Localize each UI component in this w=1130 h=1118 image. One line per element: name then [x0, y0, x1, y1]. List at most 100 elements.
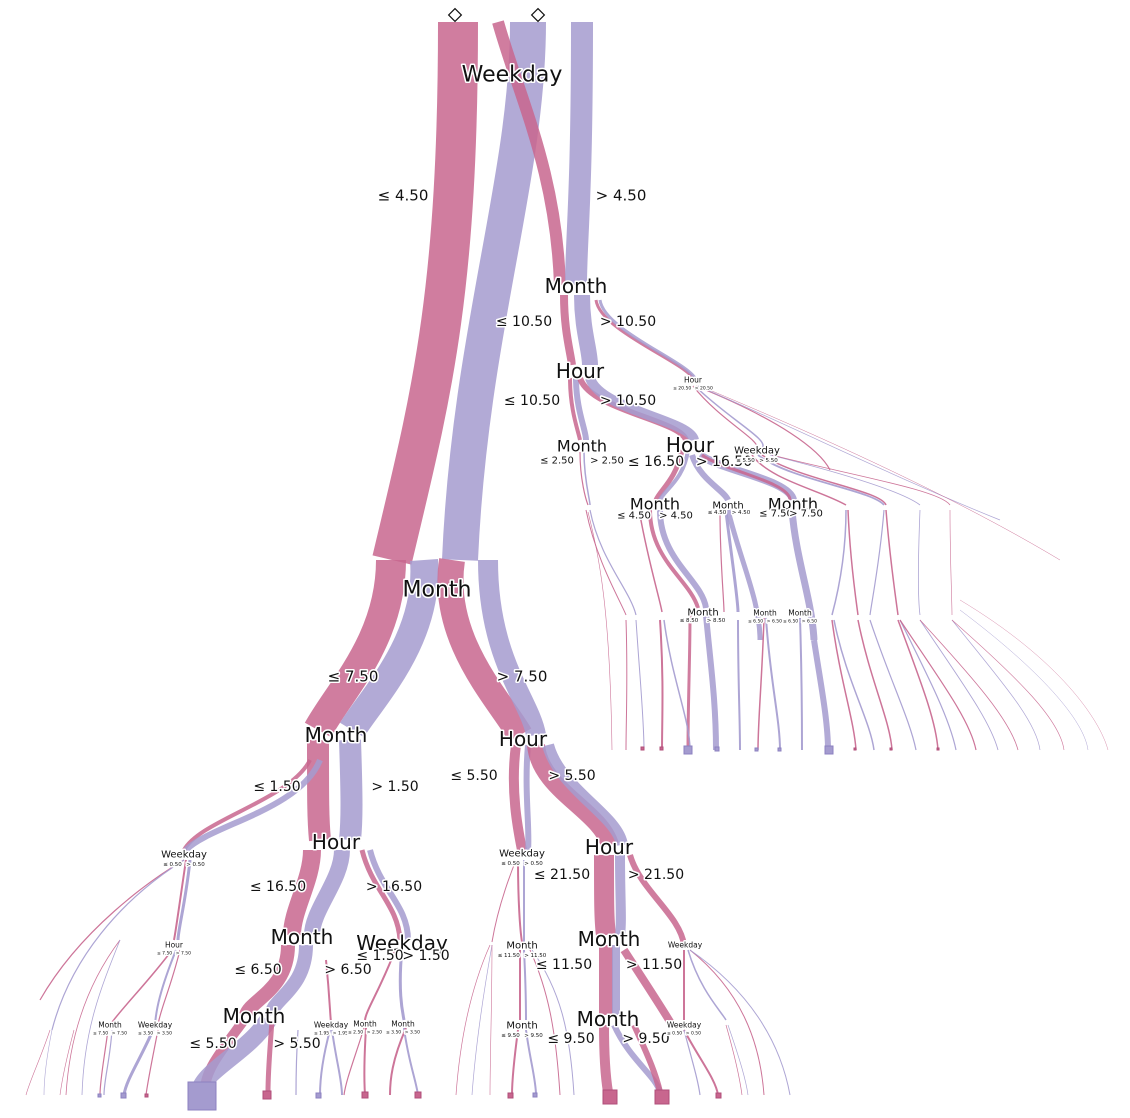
split-feature-label: Month [545, 274, 608, 298]
right-threshold-label: > 10.50 [600, 393, 656, 409]
left-threshold-label: ≤ 3.50 [138, 1031, 153, 1037]
left-threshold-label: ≤ 3.50 [386, 1030, 401, 1036]
split-node[interactable]: Hour≤ 16.50> 16.50 [626, 432, 753, 472]
split-node[interactable]: Hour≤ 20.50> 20.50 [672, 374, 715, 393]
leaf-node[interactable] [97, 1093, 102, 1098]
flow-line-class-a [857, 619, 893, 751]
flow-line-class-b [727, 1024, 749, 1096]
right-threshold-label: > 5.50 [548, 768, 595, 784]
split-node[interactable]: Weekday≤ 4.50> 4.50 [376, 61, 648, 206]
leaf-node[interactable] [824, 745, 834, 755]
split-node[interactable]: Month≤ 10.50> 10.50 [494, 273, 657, 332]
split-node[interactable]: Hour≤ 16.50> 16.50 [248, 829, 423, 897]
split-node[interactable]: Hour≤ 10.50> 10.50 [502, 358, 657, 411]
leaf-node[interactable] [715, 1092, 722, 1099]
split-node[interactable]: Hour≤ 7.50> 7.50 [155, 939, 192, 958]
leaf-node[interactable] [532, 1092, 538, 1098]
flow-line-class-a [364, 947, 397, 1021]
flow-band-class-b [478, 559, 546, 738]
left-threshold-label: ≤ 9.50 [547, 1031, 594, 1047]
split-node[interactable]: Weekday≤ 0.50> 0.50 [498, 847, 547, 868]
split-feature-label: Month [305, 723, 368, 747]
leaf-node[interactable] [361, 1091, 369, 1099]
split-node[interactable]: Month≤ 11.50> 11.50 [534, 926, 683, 975]
flow-band-class-a [307, 739, 331, 842]
flow-band-class-b [658, 449, 690, 501]
leaf-node[interactable] [414, 1091, 422, 1099]
flow-line-class-a [585, 509, 627, 616]
split-feature-label: Month [391, 1020, 415, 1029]
split-feature-label: Weekday [138, 1021, 173, 1030]
split-node[interactable]: Month≤ 2.50> 2.50 [346, 1018, 383, 1037]
flow-band-class-a [265, 1019, 275, 1093]
split-node[interactable]: Month≤ 2.50> 2.50 [539, 435, 626, 468]
flow-line-class-b [689, 949, 791, 1096]
leaf-node[interactable] [777, 747, 782, 752]
flow-line-class-b [799, 617, 803, 751]
split-node[interactable]: Weekday≤ 0.50> 0.50 [160, 848, 209, 869]
flow-line-class-a [145, 1029, 159, 1096]
flow-band-class-a [627, 854, 687, 946]
left-threshold-label: ≤ 11.50 [498, 953, 521, 959]
split-node[interactable]: Month≤ 6.50> 6.50 [233, 924, 373, 980]
leaf-node[interactable] [754, 747, 759, 752]
split-feature-label: Hour [585, 835, 634, 859]
leaf-node[interactable] [144, 1093, 149, 1098]
split-node[interactable]: Weekday [666, 939, 704, 951]
split-node[interactable]: Month≤ 7.50> 7.50 [326, 576, 549, 687]
leaf-node[interactable] [889, 747, 893, 751]
left-threshold-label: ≤ 0.50 [501, 861, 520, 867]
leaf-node[interactable] [936, 747, 940, 751]
right-threshold-label: > 20.50 [695, 386, 713, 392]
split-node[interactable]: Hour≤ 21.50> 21.50 [532, 834, 685, 885]
leaf-node[interactable] [315, 1092, 322, 1099]
split-node[interactable]: Month≤ 9.50> 9.50 [546, 1006, 671, 1049]
leaf-node[interactable] [507, 1092, 514, 1099]
flow-line-class-b [833, 619, 875, 751]
split-node[interactable]: Month≤ 7.50> 7.50 [91, 1019, 128, 1038]
split-feature-label: Month [271, 925, 334, 949]
split-node[interactable]: Hour≤ 5.50> 5.50 [449, 726, 597, 786]
split-node[interactable]: Month≤ 4.50> 4.50 [616, 493, 695, 523]
flow-line-class-b [589, 509, 637, 616]
flow-line-class-b [697, 385, 1001, 521]
leaf-node[interactable] [654, 1089, 670, 1105]
right-threshold-label: > 0.50 [186, 862, 205, 868]
flow-line-class-a [489, 944, 493, 1096]
split-node[interactable]: Weekday≤ 5.50> 5.50 [733, 444, 782, 465]
flow-line-class-a [725, 1024, 743, 1096]
split-node[interactable]: Weekday≤ 1.50> 1.50 [355, 930, 451, 966]
split-node[interactable]: Month≤ 8.50> 8.50 [678, 606, 727, 625]
leaf-node[interactable] [714, 746, 720, 752]
left-threshold-label: ≤ 21.50 [534, 867, 590, 883]
leaf-node[interactable] [187, 1081, 217, 1111]
split-node[interactable]: Month≤ 7.50> 7.50 [758, 493, 825, 521]
leaf-node[interactable] [602, 1089, 618, 1105]
flow-line-class-b [122, 1029, 155, 1096]
split-node[interactable]: Month≤ 3.50> 3.50 [384, 1018, 421, 1037]
flow-line-class-a [639, 514, 663, 613]
split-node[interactable]: Month≤ 6.50> 6.50 [781, 607, 818, 626]
flow-line-class-b [724, 511, 740, 613]
split-node[interactable]: Month≤ 1.50> 1.50 [252, 722, 420, 797]
leaf-node[interactable] [640, 746, 645, 751]
leaf-node[interactable] [659, 746, 664, 751]
leaf-node[interactable] [262, 1090, 272, 1100]
right-threshold-label: > 16.50 [696, 454, 752, 470]
split-node[interactable]: Month≤ 4.50> 4.50 [706, 499, 752, 517]
split-node[interactable]: Month≤ 5.50> 5.50 [188, 1003, 322, 1054]
left-threshold-label: ≤ 4.50 [617, 511, 651, 522]
split-feature-label: Weekday [668, 941, 703, 950]
split-node[interactable]: Month≤ 6.50> 6.50 [746, 607, 783, 626]
flow-line-class-b [918, 509, 921, 616]
left-threshold-label: ≤ 2.50 [348, 1030, 363, 1036]
split-node[interactable]: Weekday≤ 0.50> 0.50 [665, 1019, 703, 1038]
split-node[interactable]: Month≤ 9.50> 9.50 [500, 1019, 545, 1040]
split-node[interactable]: Month≤ 11.50> 11.50 [496, 939, 548, 960]
flow-line-class-a [517, 859, 523, 943]
split-node[interactable]: Weekday≤ 1.95> 1.95 [312, 1019, 350, 1038]
leaf-node[interactable] [120, 1092, 127, 1099]
split-node[interactable]: Weekday≤ 3.50> 3.50 [136, 1019, 174, 1038]
leaf-node[interactable] [683, 745, 693, 755]
leaf-node[interactable] [853, 747, 857, 751]
